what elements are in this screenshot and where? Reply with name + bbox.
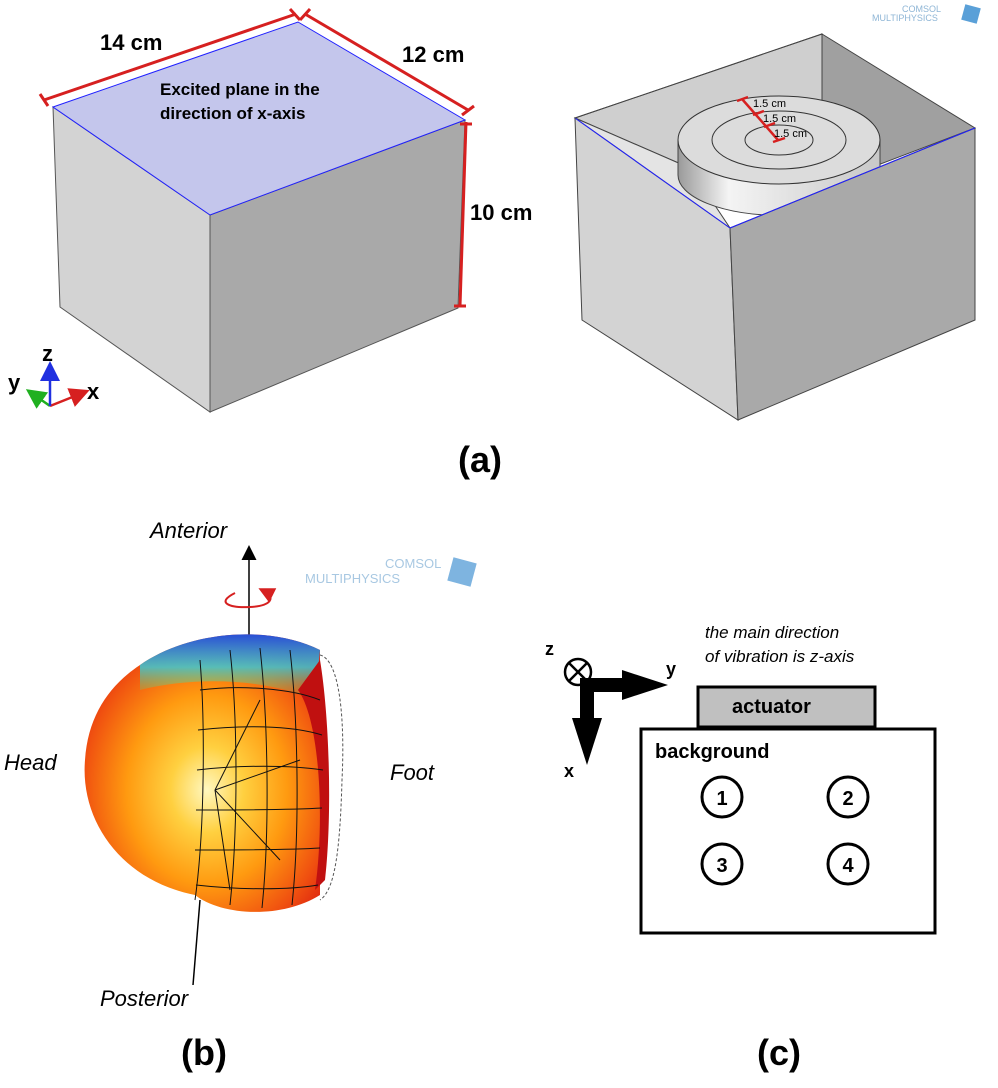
dim-line-width (304, 12, 469, 112)
axis-label-x: x (87, 379, 100, 404)
rotation-arrow-icon (224, 588, 277, 609)
vibration-note-line2: of vibration is z-axis (705, 647, 855, 666)
brain-model (84, 634, 344, 912)
dim-label-height: 10 cm (470, 200, 532, 225)
excited-plane-label-line1: Excited plane in the (160, 80, 320, 99)
wireframe-edge (319, 654, 344, 901)
axes-c: z y x (545, 639, 676, 781)
ring-label-2: 1.5 cm (763, 113, 796, 125)
label-foot: Foot (390, 760, 435, 785)
watermark-line1: COMSOL (902, 4, 941, 14)
inclusion-circle-1 (700, 775, 744, 819)
ring-label-1: 1.5 cm (753, 98, 786, 110)
background-label: background (655, 741, 769, 763)
dim-label-width: 12 cm (402, 42, 464, 67)
caption-c: (c) (757, 1032, 801, 1073)
watermark-mid-line2: MULTIPHYSICS (305, 571, 400, 586)
dim-line-height (458, 121, 468, 307)
inclusion-circle-3 (700, 842, 744, 886)
actuator-box (696, 685, 877, 729)
brain-surface (84, 634, 320, 912)
phantom-inclusions: 1 2 3 4 (700, 775, 870, 886)
ring-label-3: 1.5 cm (774, 128, 807, 140)
label-posterior: Posterior (100, 986, 190, 1011)
caption-b: (b) (181, 1032, 227, 1073)
label-anterior: Anterior (148, 518, 229, 543)
inclusion-circle-2 (826, 775, 870, 819)
axis-label-y: y (8, 370, 21, 395)
inclusion-label-1: 1 (716, 788, 727, 810)
inclusion-circle-4 (826, 842, 870, 886)
y-axis-arrow (25, 389, 51, 409)
inclusion-label-3: 3 (716, 855, 727, 877)
x-axis-shaft (580, 680, 594, 720)
dim-label-length: 14 cm (100, 30, 162, 55)
dimension-lines (38, 7, 475, 308)
axis-c-label-x: x (564, 761, 574, 781)
excited-top-plane (51, 21, 467, 216)
label-head: Head (4, 750, 57, 775)
brain-red-edge (298, 660, 330, 890)
inclusion-label-4: 4 (842, 855, 854, 877)
axis-triad: x y z (8, 341, 100, 409)
excited-plane-label-line2: direction of x-axis (160, 104, 305, 123)
ring-inner (744, 124, 814, 156)
watermark-mid-line1: COMSOL (385, 556, 441, 571)
inclusion-label-2: 2 (842, 788, 853, 810)
cutaway-box (573, 33, 977, 421)
actuator-label: actuator (732, 696, 811, 718)
ring-dimensions: 1.5 cm 1.5 cm 1.5 cm (736, 95, 807, 144)
axis-label-z: z (42, 341, 53, 366)
wireframe-mesh (194, 647, 324, 909)
vibration-note-line1: the main direction (705, 623, 839, 642)
caption-a: (a) (458, 439, 502, 480)
posterior-line (192, 899, 201, 986)
ring-middle (711, 110, 847, 170)
y-axis-arrowhead (622, 670, 668, 700)
background-box (639, 727, 937, 935)
axis-c-label-z: z (545, 639, 554, 659)
x-axis-arrow (49, 388, 90, 408)
dim-line-length (43, 12, 297, 102)
x-axis-arrowhead (572, 718, 602, 765)
comsol-cube-icon (961, 4, 981, 24)
comsol-watermark-top: COMSOL MULTIPHYSICS (872, 4, 981, 24)
box-geometry (51, 21, 467, 413)
brain-top-blue-region (140, 634, 320, 700)
watermark-line2: MULTIPHYSICS (872, 13, 938, 23)
axis-c-label-y: y (666, 659, 676, 679)
comsol-watermark-mid: COMSOL MULTIPHYSICS (305, 556, 477, 587)
comsol-cube-icon-mid (447, 557, 477, 587)
